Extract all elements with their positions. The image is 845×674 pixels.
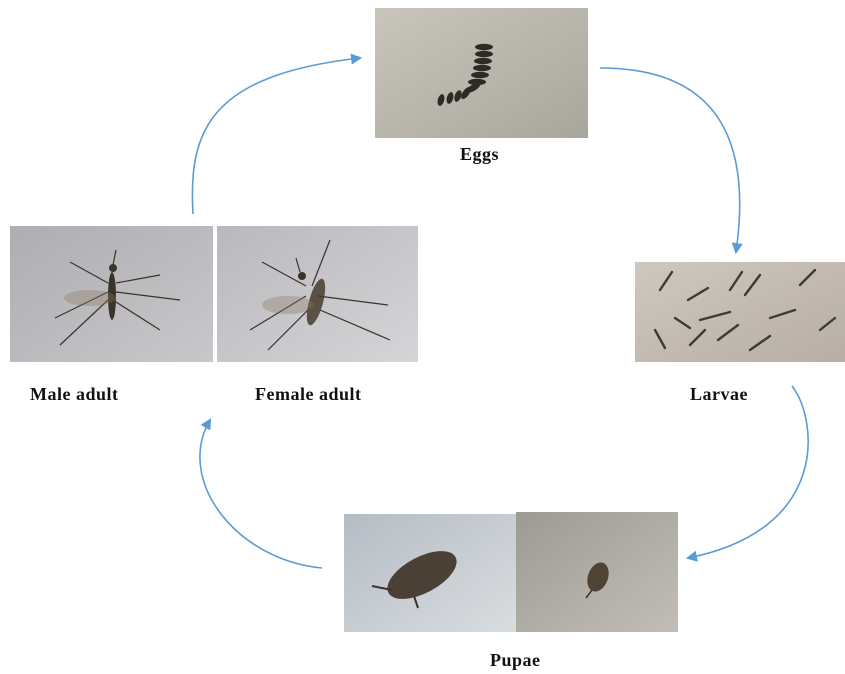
arrow-eggs-to-larvae bbox=[600, 68, 740, 252]
larvae-label: Larvae bbox=[690, 384, 748, 405]
pupae-photo-left bbox=[344, 514, 516, 632]
arrow-pupae-to-adults bbox=[200, 420, 322, 568]
pupae-photo-right bbox=[516, 512, 678, 632]
female-adult-photo bbox=[217, 226, 418, 362]
male-adult-photo bbox=[10, 226, 213, 362]
pupae-label: Pupae bbox=[490, 650, 541, 671]
male-adult-label: Male adult bbox=[30, 384, 119, 405]
eggs-label: Eggs bbox=[460, 144, 499, 165]
female-adult-label: Female adult bbox=[255, 384, 362, 405]
eggs-photo bbox=[375, 8, 588, 138]
arrow-larvae-to-pupae bbox=[688, 386, 808, 558]
arrow-adults-to-eggs bbox=[192, 58, 360, 214]
larvae-photo bbox=[635, 262, 845, 362]
